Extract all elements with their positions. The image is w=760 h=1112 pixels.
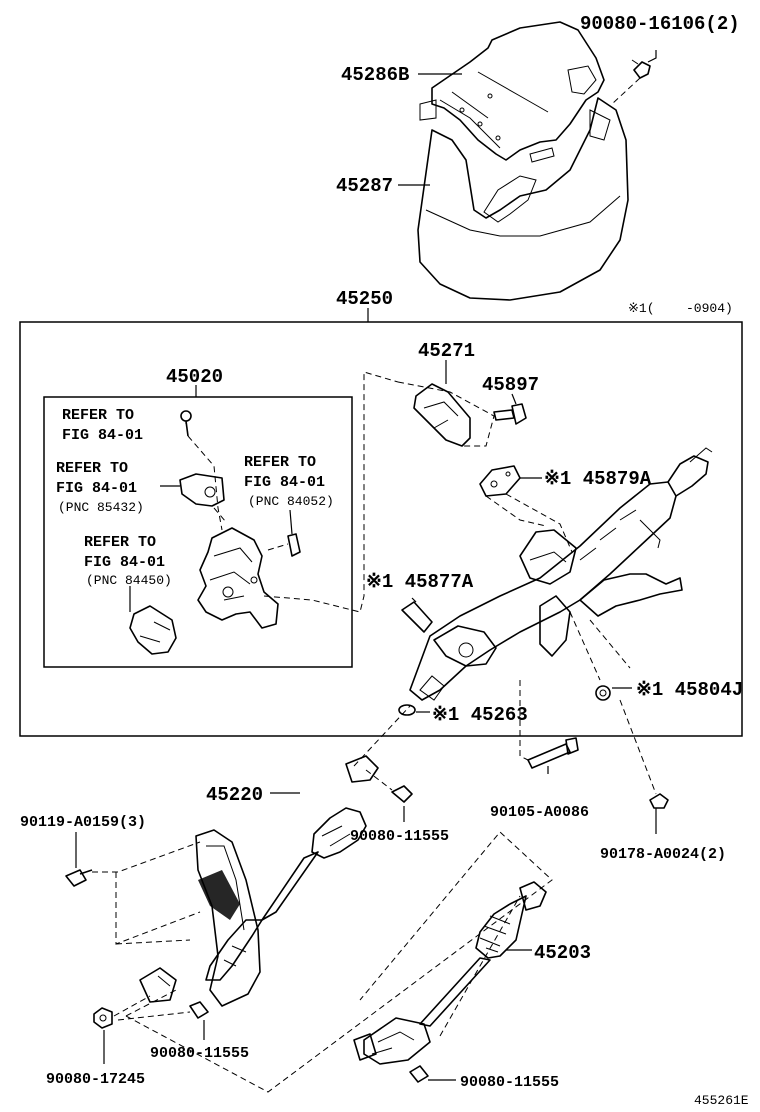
- key-cylinder-part: [179, 473, 225, 507]
- label-90119-A0159: 90119-A0159(3): [20, 814, 146, 831]
- label-45203: 45203: [534, 942, 591, 964]
- label-refer2-line1: REFER TO: [56, 460, 128, 477]
- label-45897: 45897: [482, 374, 539, 396]
- label-refer4-line2: FIG 84-01: [84, 554, 165, 571]
- label-90105-A0086: 90105-A0086: [490, 804, 589, 821]
- bolt-90105-A0086: [527, 737, 579, 769]
- screw-90080-11555-c: [409, 1065, 429, 1083]
- screw-90080-16106: [631, 59, 651, 79]
- nut-90178-A0024: [649, 793, 669, 809]
- steering-shaft-45203: [353, 881, 547, 1065]
- bolt-45897: [493, 403, 527, 425]
- label-90080-11555-a: 90080-11555: [350, 828, 449, 845]
- label-90080-11555-b: 90080-11555: [150, 1045, 249, 1062]
- label-45804J: ※1 45804J: [636, 679, 743, 701]
- label-refer3-line1: REFER TO: [244, 454, 316, 471]
- ignition-lock-box-45020: [43, 396, 353, 668]
- washer-45263: [398, 704, 416, 716]
- lock-pin-part: [287, 533, 301, 557]
- label-refer4-line1: REFER TO: [84, 534, 156, 551]
- steering-column-main: [409, 447, 713, 701]
- column-assembly-box-45250: [19, 321, 743, 737]
- nut-90080-17245: [93, 1007, 113, 1029]
- label-45263: ※1 45263: [432, 704, 528, 726]
- label-45286B: 45286B: [341, 64, 409, 86]
- screw-90080-11555-a: [391, 785, 413, 803]
- screw-90080-11555-b: [189, 1001, 209, 1019]
- label-footnote-code: -0904): [686, 301, 733, 316]
- label-45287: 45287: [336, 175, 393, 197]
- label-refer1-line1: REFER TO: [62, 407, 134, 424]
- label-refer1-line2: FIG 84-01: [62, 427, 143, 444]
- plate-45879A: [479, 465, 521, 497]
- label-90080-17245: 90080-17245: [46, 1071, 145, 1088]
- label-footnote-mark: ※1(: [628, 301, 655, 316]
- ignition-switch-part: [129, 605, 177, 655]
- label-refer4-line3: (PNC 84450): [86, 573, 172, 588]
- label-90080-11555-c: 90080-11555: [460, 1074, 559, 1091]
- label-refer2-line2: FIG 84-01: [56, 480, 137, 497]
- column-cover-lower-45287: [417, 97, 629, 301]
- column-cover-upper-45286B: [419, 21, 605, 161]
- label-refer2-line3: (PNC 85432): [58, 500, 144, 515]
- intermediate-shaft-45220: [205, 755, 379, 981]
- label-90178-A0024: 90178-A0024(2): [600, 846, 726, 863]
- label-45271: 45271: [418, 340, 475, 362]
- column-hole-cover-bracket: [139, 829, 261, 1007]
- label-45879A: ※1 45879A: [544, 468, 652, 490]
- labels: 90080-16106(2) 45286B 45287 45250 ※1( -0…: [20, 13, 749, 1108]
- sleeve-45877A: [401, 601, 433, 633]
- label-45220: 45220: [206, 784, 263, 806]
- nut-45804J: [595, 685, 611, 701]
- label-45877A: ※1 45877A: [366, 571, 474, 593]
- label-refer3-line2: FIG 84-01: [244, 474, 325, 491]
- label-45020: 45020: [166, 366, 223, 388]
- label-90080-16106: 90080-16106(2): [580, 13, 740, 35]
- label-refer3-line3: (PNC 84052): [248, 494, 334, 509]
- label-45250: 45250: [336, 288, 393, 310]
- bracket-45271: [413, 383, 471, 447]
- ignition-lock-housing: [197, 527, 279, 629]
- label-diagram-id: 455261E: [694, 1093, 749, 1108]
- bolt-90119-A0159: [65, 869, 93, 887]
